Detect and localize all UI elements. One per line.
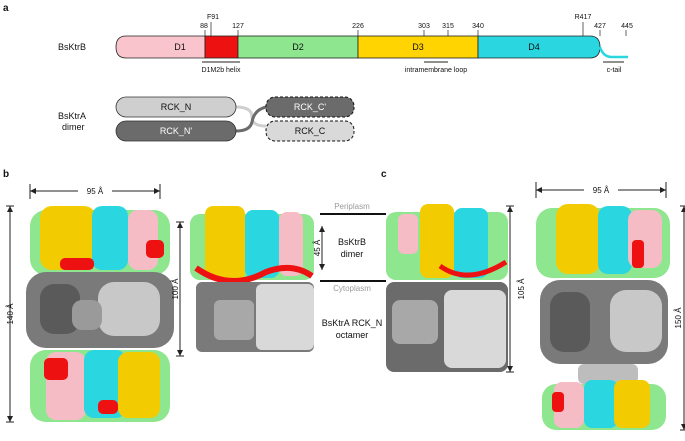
ktrb-dimer-label-line1: BsKtrB [338,237,366,247]
membrane-annotation [319,213,386,282]
position-88: 88 [200,23,208,30]
position-315: 315 [442,23,454,30]
membrane-thickness-label: 45 Å [313,239,322,256]
position-ticks [204,22,627,36]
domain-d1-block [115,35,206,59]
b-width-label: 95 Å [87,187,104,196]
ktra-label-line1: BsKtrA [58,111,86,121]
ktra-label-line2: dimer [62,122,85,132]
b-model-height-label: 100 Å [171,278,180,300]
c-tail-line [598,46,628,59]
protein-label: BsKtrB [58,42,86,52]
c-width-label-bg [584,184,618,196]
rck-c-prime-box [265,96,355,118]
rck-c-box [265,120,355,142]
domain-d1-label: D1 [174,42,186,52]
position-340: 340 [472,23,484,30]
rck-n-box [115,96,237,118]
rck-n-label: RCK_N [161,102,192,112]
ktra-dimer-schematic: BsKtrA dimer RCK_N RCK_N' RCK_C' RCK_C [58,96,355,142]
b-height-label: 140 Å [6,303,15,325]
cytoplasm-label: Cytoplasm [333,284,371,293]
periplasm-label: Periplasm [334,202,370,211]
position-r417: R417 [575,14,592,21]
b-width-label-bg [78,185,112,197]
panel-b-arrowheads [7,188,183,422]
position-226: 226 [352,23,364,30]
domain-d3-label: D3 [412,42,424,52]
c-width-label: 95 Å [593,186,610,195]
panel-b-cartoon-model [190,206,314,352]
ktra-octamer-label-line2: octamer [336,330,369,340]
rck-c-label: RCK_C [295,126,326,136]
position-303: 303 [418,23,430,30]
panel-label-a: a [3,3,9,14]
rck-c-prime-label: RCK_C' [294,102,327,112]
panel-label-c: c [381,169,387,180]
position-127: 127 [232,23,244,30]
annotation-intramembrane-loop: intramembrane loop [405,67,467,74]
c-height-label: 150 Å [674,307,683,329]
panel-c-density-map [536,204,670,430]
rck-n-prime-label: RCK_N' [160,126,193,136]
panel-label-b: b [3,169,9,180]
domain-map: BsKtrB D1 D2 D3 D4 88 F91 127 226 303 31… [58,14,633,74]
panel-c-arrowheads [507,187,685,430]
position-445: 445 [621,23,633,30]
annotation-c-tail: c-tail [607,67,622,74]
d1m2b-helix-block [204,35,239,59]
c-model-height-label: 105 Å [517,278,526,300]
domain-d4-label: D4 [528,42,540,52]
ktrb-dimer-label-line2: dimer [341,249,364,259]
rck-n-prime-box [115,120,237,142]
annotation-d1m2b: D1M2b helix [202,67,241,74]
position-f91: F91 [207,14,219,21]
ktra-octamer-label-line1: BsKtrA RCK_N [322,318,383,328]
domain-d2-label: D2 [292,42,304,52]
linker-dark [235,105,267,133]
panel-b-density-map [26,206,174,422]
panel-c-cartoon-model [386,204,508,372]
position-427: 427 [594,23,606,30]
